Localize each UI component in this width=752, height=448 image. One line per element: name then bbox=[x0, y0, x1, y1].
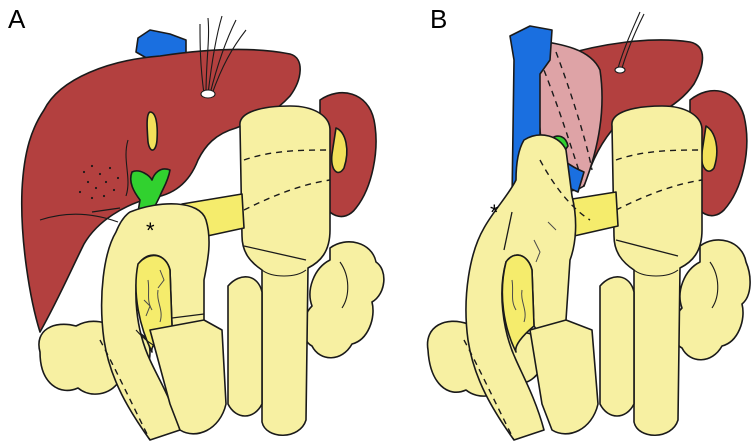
gallbladder-a bbox=[147, 112, 157, 150]
small-bowel-left-b bbox=[600, 277, 634, 416]
panel-b-label: B bbox=[430, 4, 447, 34]
panel-b: B bbox=[428, 4, 751, 440]
panel-a-label: A bbox=[8, 4, 26, 34]
asterisk-marker-a: * bbox=[146, 218, 155, 243]
asterisk-marker-b: * bbox=[490, 200, 499, 225]
small-bowel-left-a bbox=[228, 277, 262, 416]
panel-a: A bbox=[8, 4, 384, 440]
